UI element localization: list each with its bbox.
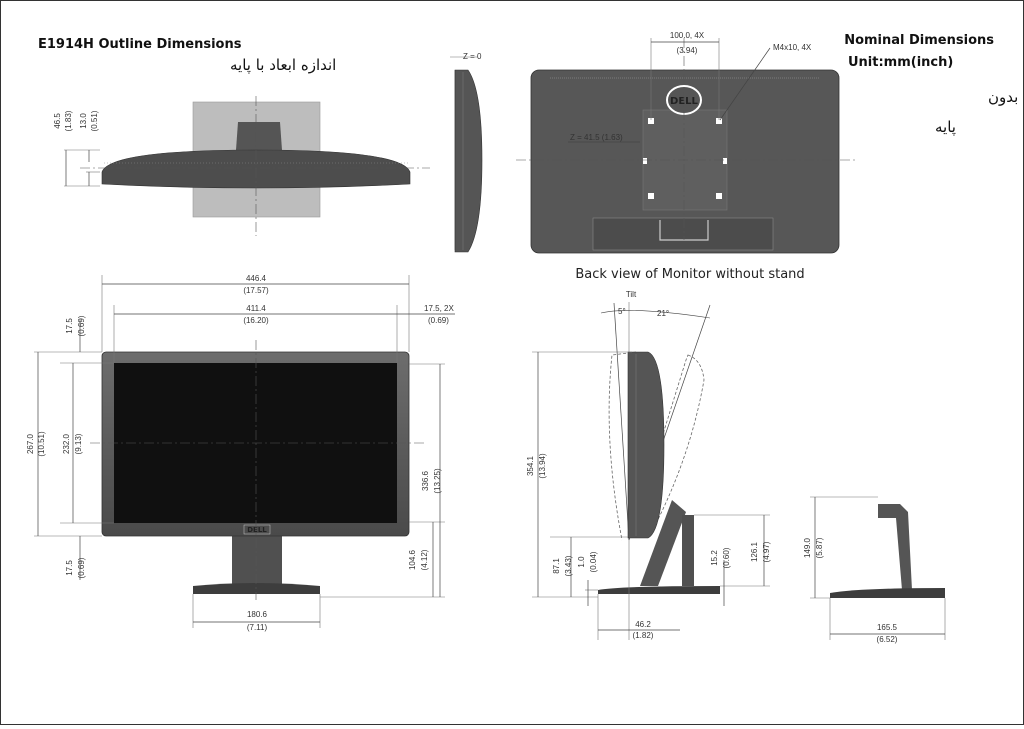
front-h-low-in: (4.12): [420, 549, 429, 570]
front-base-w: 180.6: [247, 610, 268, 619]
front-bezel-bot-in: (0.69): [77, 557, 86, 578]
tilt-a2: 21°: [657, 309, 669, 318]
front-h-total-in: (13.25): [433, 468, 442, 494]
stand-h-in: (5.87): [815, 537, 824, 558]
side-neck: 15.2: [710, 550, 719, 566]
side-h-low: 87.1: [552, 558, 561, 574]
nominal-fa-line2: پایه: [935, 118, 956, 137]
tilt-label: Tilt: [626, 290, 637, 299]
stand-neck-front: [232, 530, 282, 586]
brand-back: DELL: [670, 96, 699, 107]
stand-base: [830, 588, 945, 598]
side-arm-in: (4.97): [762, 541, 771, 562]
stand-neck-top: [236, 122, 282, 150]
z0-label: Z = 0: [463, 52, 482, 61]
stand-h: 149.0: [803, 537, 812, 558]
side-neck-in: (0.60): [722, 547, 731, 568]
dell-logo-front: [243, 524, 271, 535]
nominal-fa-line1: اندازه ابعاد با بدون: [988, 88, 1024, 106]
front-w-screen-in: (16.20): [243, 316, 269, 325]
side-view-small: Z = 0: [450, 52, 483, 253]
front-view: DELL 446.4 (17.57) 411.4 (16.20) 17.5, 2…: [26, 274, 455, 632]
front-bezel-bot: 17.5: [65, 560, 74, 576]
front-w-total: 446.4: [246, 274, 267, 283]
front-h-panel: 267.0: [26, 433, 35, 454]
nominal-title: Nominal Dimensions: [844, 33, 994, 48]
stand-view: 149.0 (5.87) 165.5 (6.52): [803, 496, 946, 644]
front-h-panel-in: (10.51): [37, 431, 46, 457]
drawing-title-fa: اندازه ابعاد با پایه: [230, 56, 336, 75]
front-h-low: 104.6: [408, 549, 417, 570]
top-view: 46.5 (1.83) 13.0 (0.51): [53, 96, 430, 236]
top-d1: 46.5: [53, 113, 62, 129]
side-h-total-in: (13.94): [538, 453, 547, 479]
stand-d-in: (6.52): [877, 635, 898, 644]
side-depth: 46.2: [635, 620, 651, 629]
z-depth-label: Z = 41.5 (1.63): [570, 133, 623, 142]
front-w-screen: 411.4: [246, 304, 266, 313]
front-bezel-side: 17.5, 2X: [424, 304, 454, 313]
side-gap: 1.0: [577, 556, 586, 568]
side-h-total: 354.1: [526, 455, 535, 476]
top-d1-in: (1.83): [64, 110, 73, 131]
stand-arm-side: [640, 500, 686, 586]
front-bezel-top: 17.5: [65, 318, 74, 334]
side-gap-in: (0.04): [589, 551, 598, 572]
stand-column: [878, 504, 912, 590]
back-view-caption: Back view of Monitor without stand: [575, 267, 804, 282]
panel-side: [627, 351, 665, 539]
side-arm: 126.1: [750, 541, 759, 562]
stand-mount: [592, 217, 774, 251]
front-w-total-in: (17.57): [243, 286, 269, 295]
front-h-screen-in: (9.13): [74, 433, 83, 454]
vesa-dim-in: (3.94): [677, 46, 698, 55]
unit-label: Unit:mm(inch): [848, 55, 953, 70]
front-h-screen: 232.0: [62, 433, 71, 454]
top-d2-in: (0.51): [90, 110, 99, 131]
stand-column-side: [682, 515, 694, 586]
panel-side-small: [454, 69, 483, 253]
tilt-a1: 5°: [618, 307, 626, 316]
base-front: [193, 583, 320, 594]
side-depth-in: (1.82): [633, 631, 654, 640]
vesa-dim: 100.0, 4X: [670, 31, 705, 40]
stand-d: 165.5: [877, 623, 898, 632]
back-view: DELL 100.0, 4X (3.94) M4x10, 4X Z = 41.5…: [516, 31, 855, 282]
side-h-low-in: (3.43): [564, 555, 573, 576]
drawing-title: E1914H Outline Dimensions: [38, 37, 242, 52]
top-d2: 13.0: [79, 113, 88, 129]
front-h-total: 336.6: [421, 470, 430, 491]
front-base-w-in: (7.11): [247, 623, 268, 632]
base-side: [598, 586, 720, 594]
front-bezel-top-in: (0.69): [77, 315, 86, 336]
side-view-tilt: Tilt 5° 21° 354.1 (13.94) 87.1 (3.43) 1.…: [526, 290, 771, 640]
front-bezel-side-in: (0.69): [428, 316, 449, 325]
screw-label: M4x10, 4X: [773, 43, 812, 52]
brand-front: DELL: [247, 526, 267, 534]
